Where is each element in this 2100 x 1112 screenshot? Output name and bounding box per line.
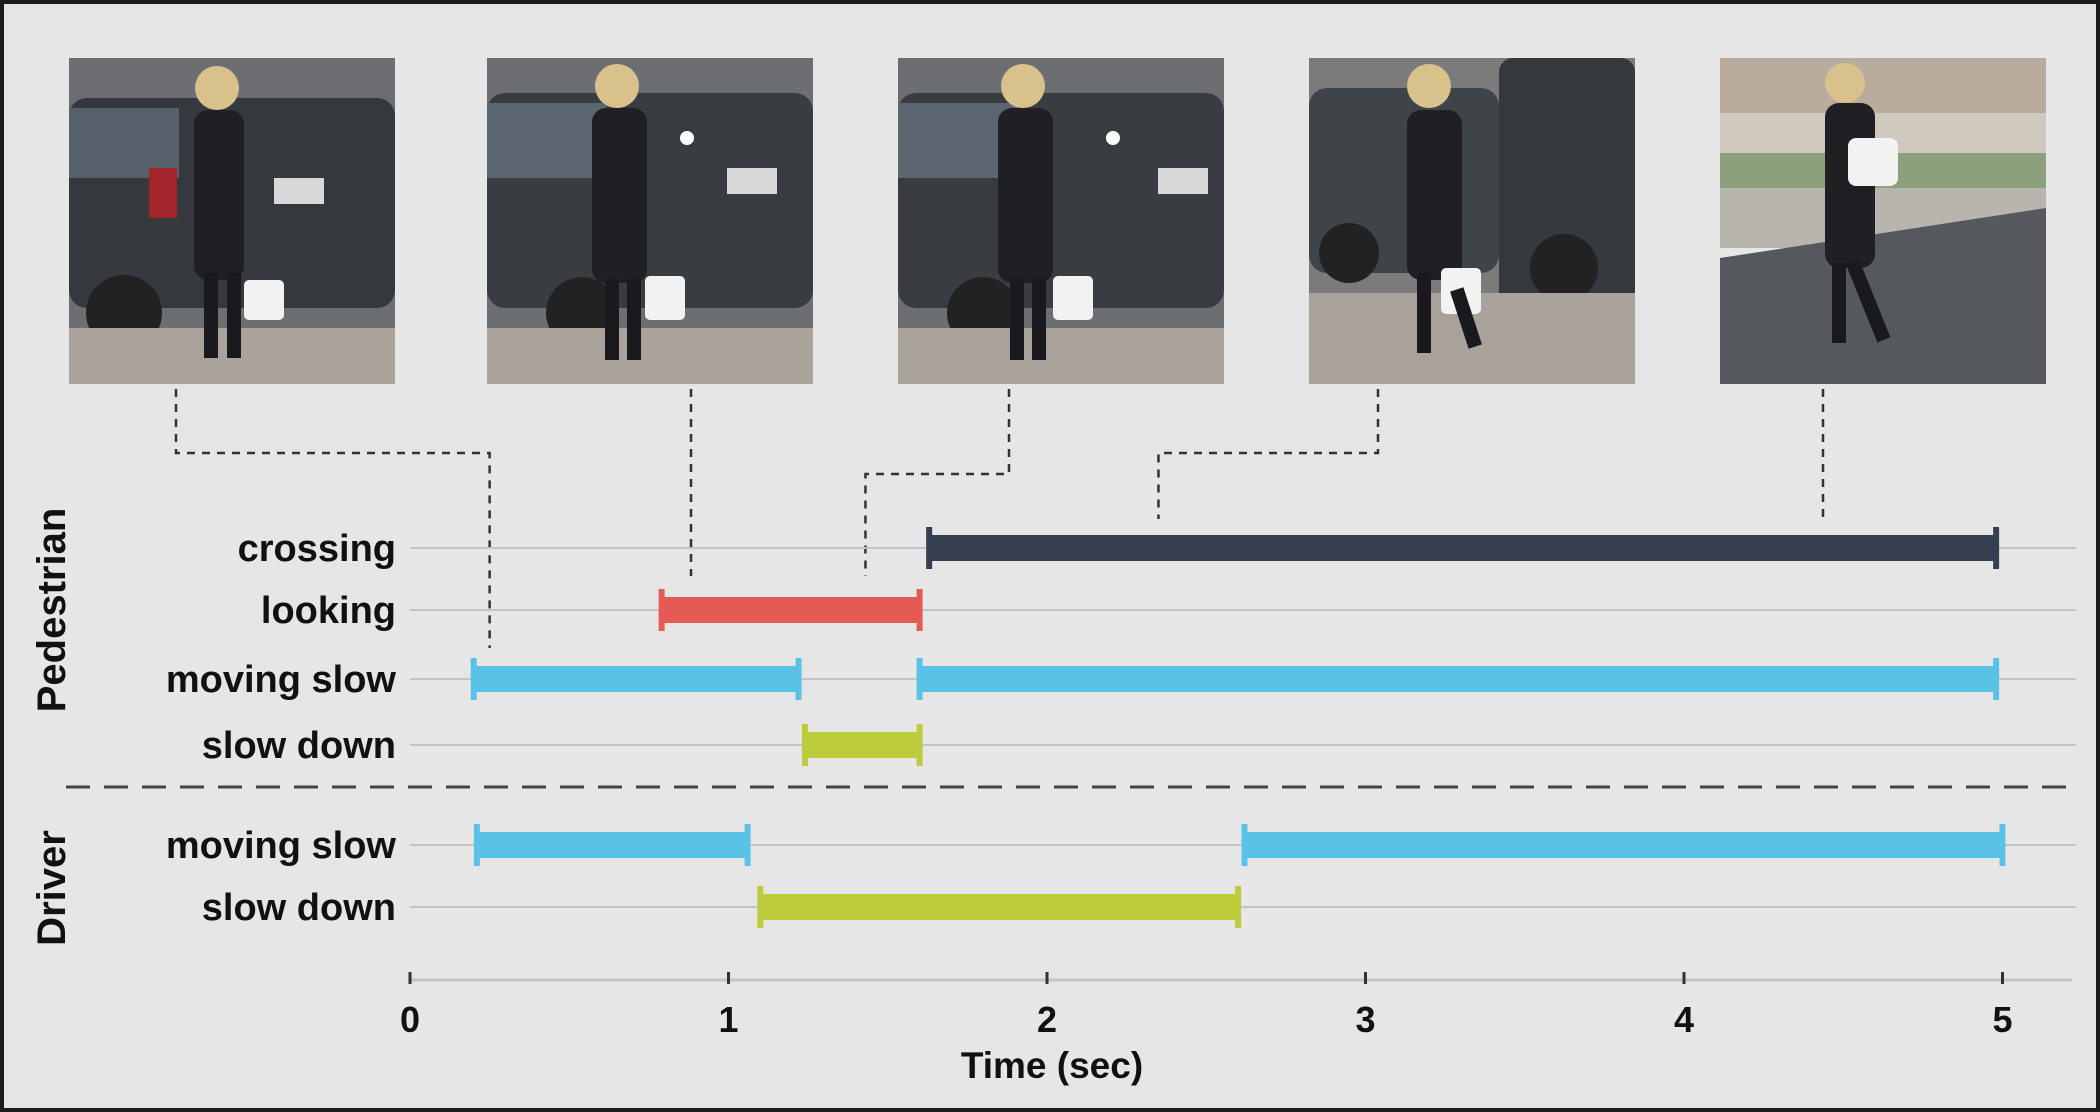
x-axis: 0 1 2 3 4 5 — [400, 972, 2072, 1040]
segment-bar — [801, 724, 923, 766]
segment-bar — [1241, 824, 2006, 866]
frame-1-image — [69, 58, 395, 384]
x-axis-title: Time (sec) — [961, 1045, 1143, 1086]
connector-frame-1 — [174, 389, 491, 648]
row-label: looking — [261, 590, 396, 632]
frame-3-image — [898, 58, 1224, 384]
row-label: moving slow — [166, 825, 397, 867]
frame-4-image — [1309, 58, 1635, 384]
x-tick-label: 0 — [400, 999, 420, 1040]
frame-2-image — [487, 58, 813, 384]
x-tick-label: 3 — [1355, 999, 1375, 1040]
row-label: slow down — [202, 725, 396, 767]
x-tick-label: 1 — [718, 999, 738, 1040]
segment-bar — [916, 658, 2000, 700]
x-tick-label: 4 — [1674, 999, 1694, 1040]
connector-frame-4 — [1157, 389, 1380, 519]
segment-bar — [470, 658, 802, 700]
row-label: slow down — [202, 887, 396, 929]
frame-connectors — [174, 389, 1825, 648]
connector-frame-3 — [864, 389, 1011, 576]
x-tick-label: 5 — [1992, 999, 2012, 1040]
group-label-driver: Driver — [30, 830, 74, 946]
rows: crossing looking moving slow slow down movin… — [166, 527, 2076, 929]
group-label-pedestrian: Pedestrian — [30, 508, 74, 713]
segment-bar — [757, 886, 1242, 928]
row-label: moving slow — [166, 659, 397, 701]
x-tick-label: 2 — [1037, 999, 1057, 1040]
row-label: crossing — [238, 528, 396, 570]
segment-bar — [658, 589, 923, 631]
segment-bar — [926, 527, 2000, 569]
frame-5-image — [1720, 58, 2046, 384]
segment-bar — [473, 824, 751, 866]
